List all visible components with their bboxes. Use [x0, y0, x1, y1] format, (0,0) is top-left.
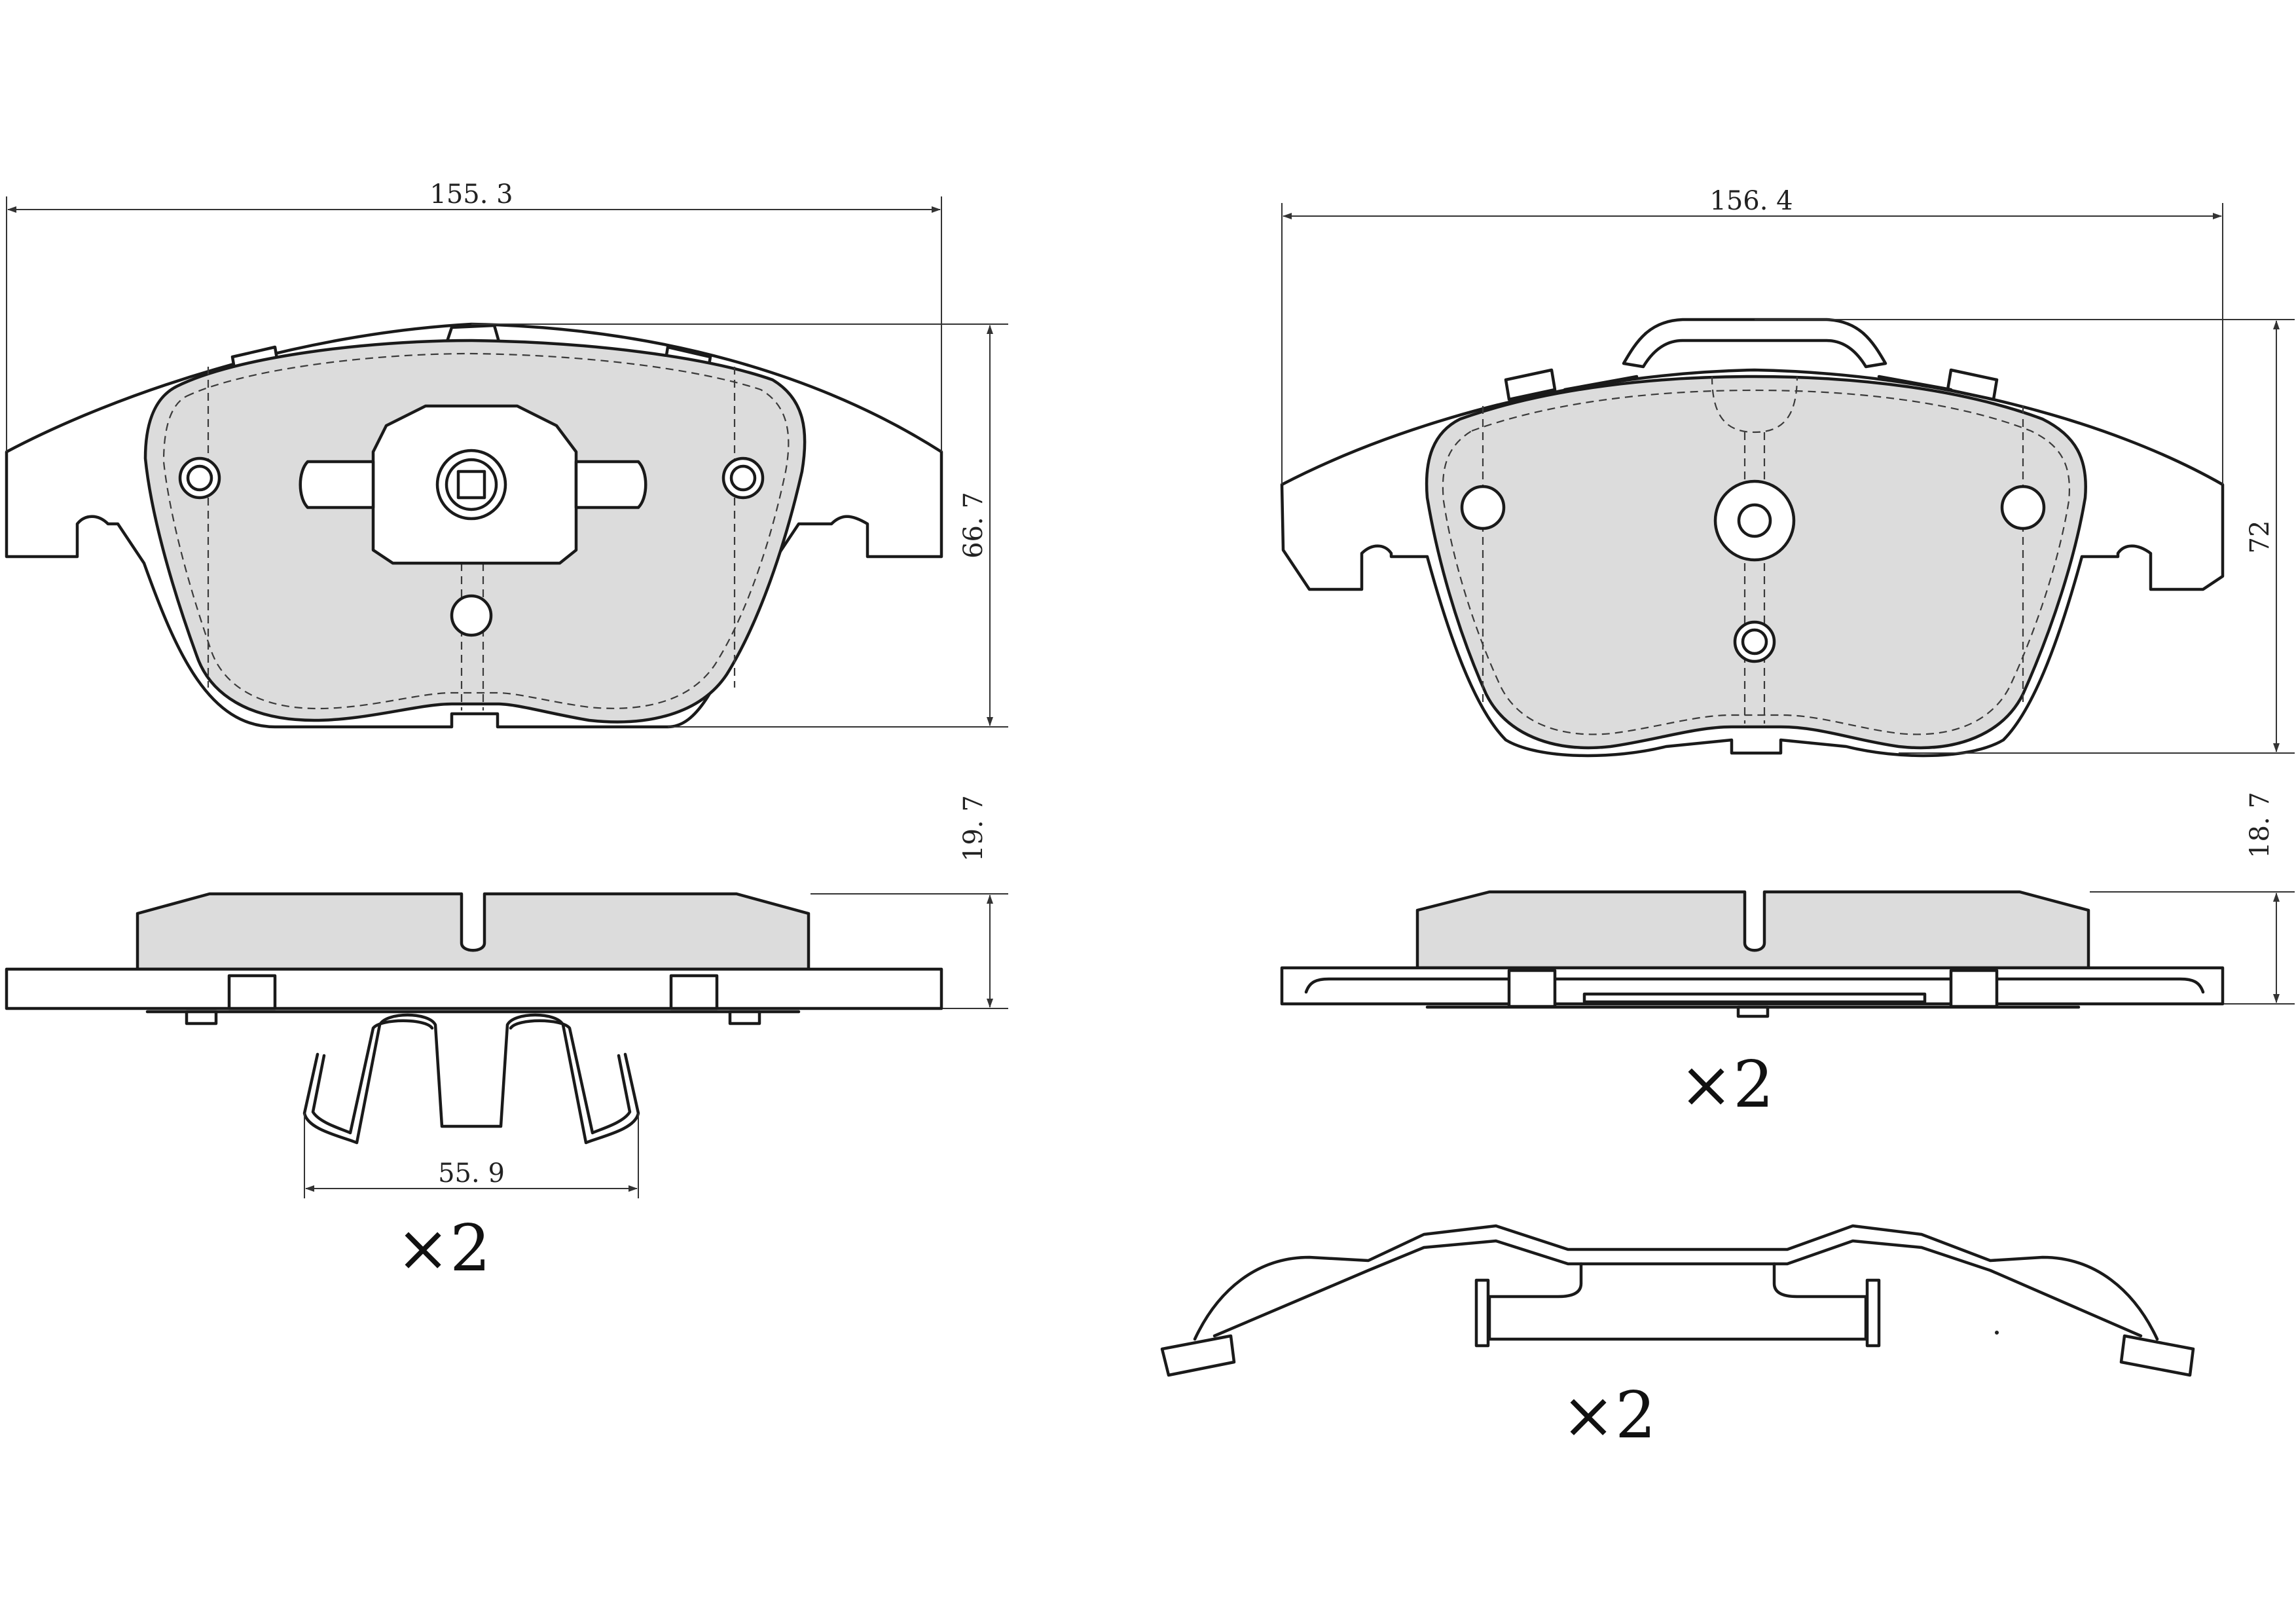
spring-upper-wire: [1193, 1224, 2159, 1341]
right-center-hole-inner: [1737, 503, 1772, 538]
right-side-tab-1: [1507, 969, 1557, 1008]
left-height-dimension: 66. 7: [471, 323, 1008, 728]
right-pad-side-view: [1280, 890, 2225, 1018]
spring-reference-dot: [1995, 1331, 1999, 1335]
right-friction-pad: [1425, 375, 2087, 750]
right-thickness-dimension: 18. 7: [2090, 792, 2295, 1005]
right-shim-slot-right: [1877, 375, 1953, 392]
left-pad-front-view: [5, 322, 943, 729]
left-pin-hole-left-inner: [186, 464, 213, 492]
left-pin-hole-left: [178, 456, 221, 500]
left-retaining-clip-inner-2: [509, 1019, 632, 1135]
spring-lower-wire: [1212, 1239, 2143, 1338]
right-pin-hole-right: [2000, 485, 2046, 530]
left-side-friction: [136, 892, 811, 971]
left-lower-hole: [450, 594, 493, 637]
right-lower-hole: [1733, 620, 1776, 663]
left-side-shim-nub-2: [728, 1010, 761, 1025]
left-quantity-label: ×2: [396, 1211, 490, 1286]
right-height-dimension: 72: [1755, 319, 2295, 754]
right-side-tab-2: [1949, 969, 1999, 1008]
left-pin-hole-right: [721, 456, 765, 500]
right-side-shim-nub: [1736, 1005, 1770, 1018]
right-thickness-label: 18. 7: [2245, 792, 2275, 858]
left-retaining-clip: [302, 1013, 640, 1145]
right-side-shim-plate: [1582, 992, 1927, 1004]
spring-post-right: [1865, 1278, 1881, 1348]
right-pin-hole-left: [1460, 485, 1506, 530]
right-side-backing-inner: [1304, 977, 2205, 994]
right-width-label: 156. 4: [1709, 186, 1793, 216]
anti-rattle-spring: [1160, 1224, 2195, 1377]
spring-end-left: [1160, 1334, 1236, 1377]
right-pad-wear-outline: [1442, 389, 2070, 735]
left-center-square: [456, 470, 486, 500]
right-shim-slot-left: [1563, 375, 1639, 392]
right-quantity-label: ×2: [1679, 1048, 1774, 1122]
left-retaining-clip-inner: [311, 1019, 434, 1135]
left-side-tab-2: [669, 974, 719, 1010]
spring-quantity-label: ×2: [1561, 1378, 1656, 1453]
left-height-label: 66. 7: [958, 492, 989, 559]
right-top-tab-left: [1504, 368, 1557, 401]
right-pad-front-view: [1280, 318, 2225, 758]
left-clip-dimension: 55. 9: [304, 1113, 639, 1198]
right-lower-hole-inner: [1741, 628, 1768, 655]
spring-center-bridge: [1487, 1262, 1868, 1341]
left-pad-wear-outline: [162, 352, 790, 710]
left-side-backing: [5, 967, 943, 1010]
right-top-tab-right: [1946, 368, 1999, 401]
left-width-label: 155. 3: [429, 179, 513, 210]
left-bracket-arm-left: [299, 460, 375, 509]
left-pin-hole-right-inner: [729, 464, 757, 492]
right-height-label: 72: [2245, 521, 2275, 554]
right-center-notch: [1711, 376, 1798, 434]
right-top-handle: [1622, 318, 1887, 369]
spring-post-left: [1474, 1278, 1490, 1348]
right-width-dimension: 156. 4: [1281, 186, 2223, 485]
left-clip-width-label: 55. 9: [438, 1158, 505, 1189]
left-pad-side-view: [5, 892, 943, 1145]
spring-end-right: [2119, 1334, 2195, 1377]
right-side-friction: [1415, 890, 2090, 970]
left-thickness-dimension: 19. 7: [811, 795, 1008, 1009]
left-side-shim-nub-1: [185, 1010, 218, 1025]
left-side-tab-1: [227, 974, 277, 1010]
left-thickness-label: 19. 7: [958, 795, 989, 862]
left-bracket-arm-right: [574, 460, 647, 509]
